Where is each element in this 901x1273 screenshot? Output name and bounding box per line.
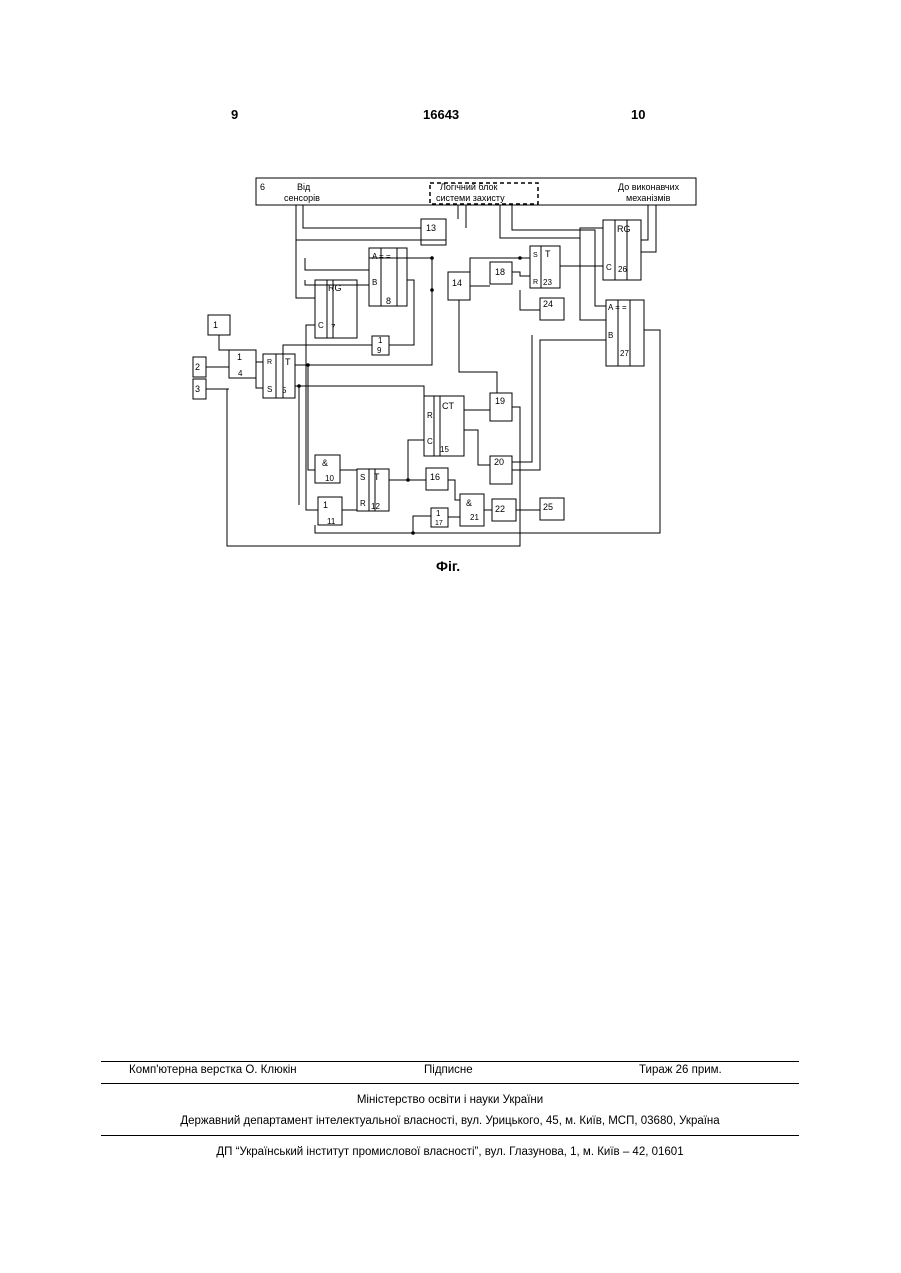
- block-23-s: S: [533, 252, 538, 259]
- block-8-fn: A = =: [372, 252, 391, 261]
- block-17-fn: 1: [436, 509, 441, 518]
- block-15-c: C: [427, 437, 433, 446]
- to-actuators-label-2: механізмів: [626, 193, 671, 203]
- figure-caption: Фіг.: [436, 558, 460, 574]
- block-22-num: 22: [495, 504, 505, 514]
- block-4-num: 4: [238, 369, 243, 378]
- block-8-num: 8: [386, 296, 391, 306]
- block-5-r: R: [267, 359, 272, 366]
- block-7-c: C: [318, 321, 324, 330]
- footer-rule-middle: [101, 1083, 799, 1084]
- input-1-label: 1: [213, 320, 218, 330]
- from-sensors-label-2: сенсорів: [284, 193, 320, 203]
- block-5-s: S: [267, 385, 272, 394]
- block-20-num: 20: [494, 457, 504, 467]
- block-24-num: 24: [543, 299, 553, 309]
- block-23-r: R: [533, 279, 538, 286]
- logic-unit-label-2: системи захисту: [436, 193, 505, 203]
- block-16-num: 16: [430, 472, 440, 482]
- block-5-fn: T: [285, 357, 291, 367]
- block-14-num: 14: [452, 278, 462, 288]
- footer-rule-top: [101, 1061, 799, 1062]
- block-11-num: 11: [327, 517, 336, 526]
- block-7-num: 7: [331, 323, 336, 332]
- input-1: [208, 315, 230, 335]
- block-26-fn: RG: [617, 224, 631, 234]
- department-line: Державний департамент інтелектуальної вл…: [101, 1115, 799, 1127]
- block-27-fn: A = =: [608, 303, 627, 312]
- circulation-label: Тираж 26 прим.: [639, 1064, 722, 1076]
- block-4: [229, 350, 256, 378]
- layout-credit: Комп'ютерна верстка О. Клюкін: [129, 1064, 297, 1076]
- ministry-line: Міністерство освіти і науки України: [101, 1094, 799, 1106]
- block-25-num: 25: [543, 502, 553, 512]
- from-sensors-label-1: Від: [297, 182, 311, 192]
- block-13-num: 13: [426, 223, 436, 233]
- block-5-num: 5: [282, 386, 287, 395]
- input-3-label: 3: [195, 384, 200, 394]
- block-10-num: 10: [325, 474, 334, 483]
- block-21-fn: &: [466, 498, 472, 508]
- block-10-fn: &: [322, 458, 328, 468]
- logic-unit-label-1: Логічний блок: [440, 182, 498, 192]
- block-12-s: S: [360, 473, 365, 482]
- block-15-r: R: [427, 411, 433, 420]
- block-15-fn: CT: [442, 401, 454, 411]
- block-23-fn: T: [545, 249, 551, 259]
- footer-rule-bottom: [101, 1135, 799, 1136]
- block-12-num: 12: [371, 502, 380, 511]
- block-12-r: R: [360, 499, 366, 508]
- bus-number: 6: [260, 182, 265, 192]
- to-actuators-label-1: До виконавчих: [618, 182, 680, 192]
- block-diagram: 6 Від сенсорів Логічний блок системи зах…: [0, 0, 901, 600]
- block-15-num: 15: [440, 445, 449, 454]
- block-4-fn: 1: [237, 352, 242, 362]
- block-8-b: B: [372, 278, 377, 287]
- block-27-b: B: [608, 331, 613, 340]
- block-21-num: 21: [470, 513, 479, 522]
- block-26-num: 26: [618, 265, 627, 274]
- input-2-label: 2: [195, 362, 200, 372]
- block-26-c: C: [606, 263, 612, 272]
- signed-label: Підписне: [424, 1064, 473, 1076]
- institute-line: ДП “Український інститут промислової вла…: [101, 1146, 799, 1158]
- block-19-num: 19: [495, 396, 505, 406]
- block-27-num: 27: [620, 349, 629, 358]
- block-11-fn: 1: [323, 500, 328, 510]
- block-7-fn: RG: [328, 283, 342, 293]
- block-9-fn: 1: [378, 336, 383, 345]
- block-9-num: 9: [377, 346, 382, 355]
- block-18-num: 18: [495, 267, 505, 277]
- block-23-num: 23: [543, 278, 552, 287]
- block-12-fn: T: [374, 472, 380, 482]
- block-17-num: 17: [435, 520, 443, 527]
